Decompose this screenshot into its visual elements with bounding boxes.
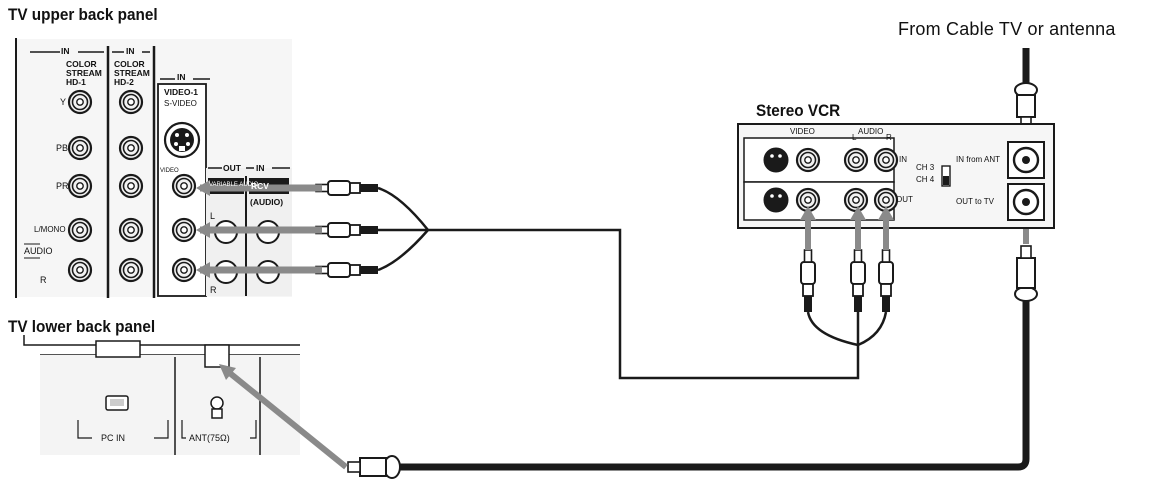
vcr-video-label: VIDEO xyxy=(790,127,815,136)
rcv-audio-label: (AUDIO) xyxy=(250,197,284,207)
tv-rca-plugs xyxy=(196,180,379,278)
col1-header-2: STREAM xyxy=(66,68,102,78)
video-small-label: VIDEO xyxy=(160,168,179,174)
col1-header-3: HD-1 xyxy=(66,77,86,87)
av-cable xyxy=(377,186,888,380)
in-label-4: IN xyxy=(256,163,265,173)
col2-header-1: COLOR xyxy=(114,59,145,69)
vcr-r-label: R xyxy=(886,133,892,142)
r-mark: R xyxy=(210,285,217,295)
row-label-pr: PR xyxy=(56,181,69,191)
l-mark: L xyxy=(210,211,216,221)
vcr-ch3-label: CH 3 xyxy=(916,163,935,172)
coax-cable xyxy=(219,214,1038,479)
stereo-vcr xyxy=(737,123,1055,229)
row-label-lmono: L/MONO xyxy=(34,225,66,234)
row-label-y: Y xyxy=(60,97,67,107)
vcr-out-label: OUT xyxy=(896,195,913,204)
vcr-audio-label: AUDIO xyxy=(858,127,884,136)
tv-lower-back-panel xyxy=(23,335,300,455)
rcv-label: RCV xyxy=(251,181,269,191)
in-label-2: IN xyxy=(126,46,135,56)
video1-label: VIDEO-1 xyxy=(164,87,199,97)
variable-audio-label: VARIABLE AUDIO xyxy=(209,182,259,188)
pc-in-label: PC IN xyxy=(101,433,126,443)
col1-header-1: COLOR xyxy=(66,59,97,69)
ant-label: ANT(75Ω) xyxy=(189,433,230,443)
svideo-label: S-VIDEO xyxy=(164,99,197,108)
row-label-r: R xyxy=(40,275,47,285)
tv-upper-panel-title: TV upper back panel xyxy=(8,5,158,24)
vcr-l-label: L xyxy=(852,133,857,142)
row-label-pb: PB xyxy=(56,143,69,153)
row-label-audio: AUDIO xyxy=(24,246,53,256)
col2-header-3: HD-2 xyxy=(114,77,134,87)
vcr-rca-plugs xyxy=(800,206,894,313)
out-label: OUT xyxy=(223,163,241,173)
vcr-out-to-tv-label: OUT to TV xyxy=(956,197,994,206)
in-label-1: IN xyxy=(61,46,70,56)
in-label-3: IN xyxy=(177,72,186,82)
source-label: From Cable TV or antenna xyxy=(898,19,1116,39)
vcr-title: Stereo VCR xyxy=(756,101,841,120)
vcr-in-from-ant-label: IN from ANT xyxy=(956,155,1001,164)
col2-header-2: STREAM xyxy=(114,68,150,78)
tv-upper-back-panel xyxy=(15,38,292,298)
vcr-ch4-label: CH 4 xyxy=(916,175,935,184)
tv-lower-panel-title: TV lower back panel xyxy=(8,317,156,336)
vcr-in-label: IN xyxy=(899,155,907,164)
